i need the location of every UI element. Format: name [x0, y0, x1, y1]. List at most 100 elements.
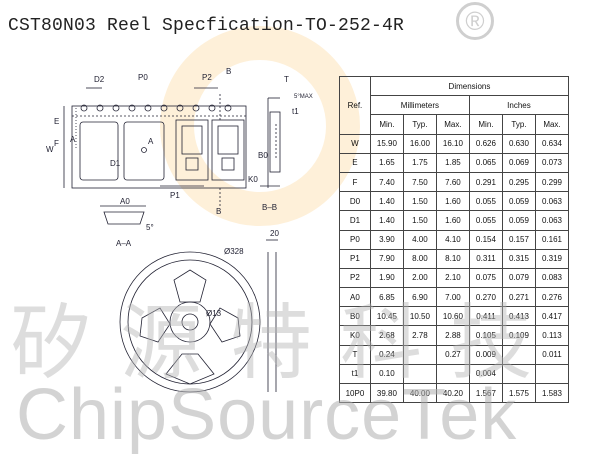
watermark-chinese: 矽源特科技 — [10, 296, 561, 391]
mm-cell: 1.50 — [402, 210, 437, 231]
ref-cell: A0 — [339, 287, 371, 308]
label-w: W — [46, 145, 54, 154]
mm-cell: 2.88 — [435, 325, 470, 346]
inch-cell: 0.161 — [534, 229, 570, 250]
ref-cell: P2 — [339, 267, 371, 289]
inch-cell: 0.319 — [534, 248, 570, 269]
label-t: T — [284, 75, 289, 84]
sub-header-cell: Max. — [534, 114, 570, 135]
dimensions-table: Ref. Dimensions Millimeters Inches Min.T… — [339, 75, 570, 404]
inch-cell: 0.291 — [468, 171, 503, 193]
label-angle: 5°MAX — [294, 94, 313, 100]
mm-cell: 7.40 — [369, 171, 404, 193]
inch-cell: 0.059 — [501, 191, 536, 212]
inch-cell: 0.276 — [534, 287, 570, 308]
label-p0: P0 — [138, 73, 148, 82]
label-p1: P1 — [170, 191, 180, 200]
mm-cell: 2.10 — [435, 267, 470, 289]
mm-cell: 1.75 — [402, 152, 437, 173]
mm-cell: 8.10 — [435, 248, 470, 269]
sub-header-cell: Typ. — [501, 114, 536, 135]
mm-cell: 7.50 — [402, 171, 437, 193]
inch-cell: 0.073 — [534, 152, 570, 173]
label-hub-dia: Ø13 — [206, 309, 222, 318]
inch-cell: 0.626 — [468, 133, 503, 154]
inch-cell: 0.059 — [501, 210, 536, 231]
inch-cell: 1.583 — [534, 382, 570, 404]
ref-cell: F — [339, 171, 371, 193]
tape-side-profile — [260, 97, 281, 188]
sprocket-holes — [80, 104, 232, 112]
sub-header-cell: Min. — [369, 114, 404, 135]
inch-cell: 0.311 — [468, 248, 503, 269]
inch-cell — [534, 363, 570, 385]
mm-cell: 16.10 — [435, 133, 470, 154]
dimensions-header: Dimensions — [369, 75, 570, 97]
inch-cell: 0.113 — [534, 325, 570, 346]
mm-cell: 4.00 — [402, 229, 437, 250]
label-a-right: A — [148, 137, 154, 146]
mm-cell: 7.90 — [369, 248, 404, 269]
inch-cell: 0.417 — [534, 306, 570, 327]
inch-cell: 0.063 — [534, 210, 570, 231]
label-a-left: A — [70, 135, 76, 144]
inch-cell: 0.295 — [501, 171, 536, 193]
mm-cell: 1.50 — [402, 191, 437, 212]
reel-technical-drawing: D2 P0 P2 B T 5°MAX t1 E F W A A D1 B0 K0… — [46, 67, 313, 393]
ref-cell: E — [339, 152, 371, 173]
label-five-deg: 5° — [146, 223, 154, 232]
inch-cell: 0.315 — [501, 248, 536, 269]
inch-cell: 0.157 — [501, 229, 536, 250]
inch-cell: 0.630 — [501, 133, 536, 154]
carrier-tape-drawing — [63, 87, 247, 208]
label-section-aa: A–A — [116, 239, 132, 248]
mm-cell: 1.40 — [369, 191, 404, 212]
inch-cell: 0.009 — [468, 344, 503, 365]
label-reel-dia: Ø328 — [224, 247, 244, 256]
inch-cell: 0.634 — [534, 133, 570, 154]
millimeters-header: Millimeters — [369, 95, 470, 116]
ref-cell: P1 — [339, 248, 371, 269]
inch-cell: 0.065 — [468, 152, 503, 173]
mm-cell: 7.60 — [435, 171, 470, 193]
mm-cell: 1.65 — [369, 152, 404, 173]
mm-cell: 2.78 — [402, 325, 437, 346]
mm-cell: 39.80 — [369, 382, 404, 404]
watermark-english: ChipSourceTek — [16, 375, 518, 455]
mm-cell: 8.00 — [402, 248, 437, 269]
mm-cell: 1.90 — [369, 267, 404, 289]
mm-cell: 1.40 — [369, 210, 404, 231]
mm-cell: 1.85 — [435, 152, 470, 173]
inch-cell: 0.105 — [468, 325, 503, 346]
label-b-bottom: B — [216, 207, 221, 216]
label-f: F — [54, 139, 59, 148]
registered-mark: ® — [456, 2, 494, 40]
label-b0: B0 — [258, 151, 268, 160]
inch-cell: 0.083 — [534, 267, 570, 289]
label-d2: D2 — [94, 75, 105, 84]
inch-cell: 0.069 — [501, 152, 536, 173]
sub-header-cell: Min. — [468, 114, 503, 135]
inch-cell: 0.011 — [534, 344, 570, 365]
label-b-top: B — [226, 67, 231, 76]
sub-header-cell: Max. — [435, 114, 470, 135]
inches-header: Inches — [468, 95, 570, 116]
mm-cell: 1.60 — [435, 210, 470, 231]
label-section-bb: B–B — [262, 203, 277, 212]
label-a0: A0 — [120, 197, 130, 206]
